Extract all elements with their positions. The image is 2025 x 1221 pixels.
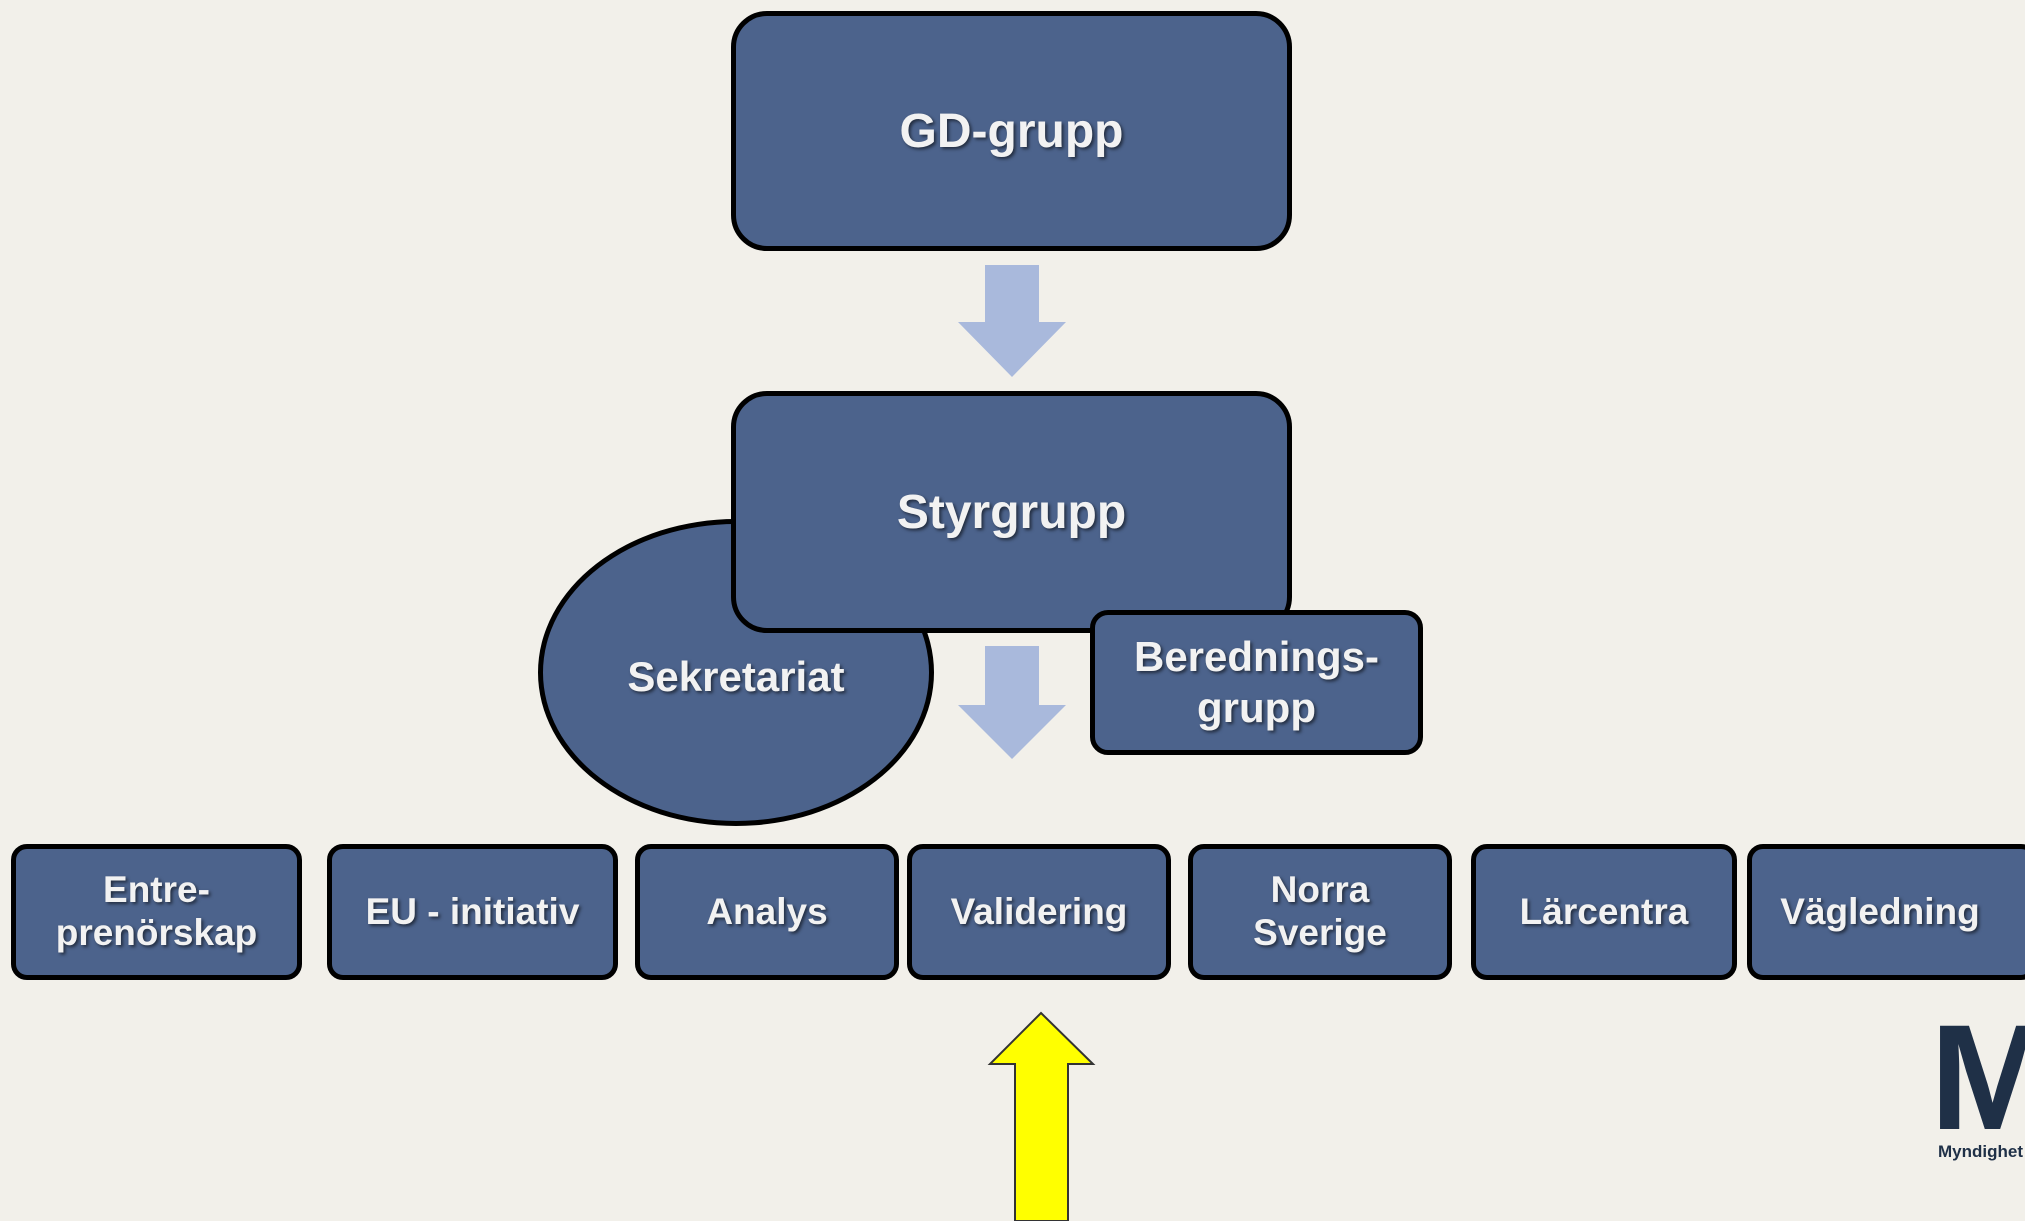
group-box-validering: Validering (907, 844, 1171, 980)
group-label: Entre- prenörskap (55, 869, 258, 953)
sekretariat-label: Sekretariat (627, 652, 845, 700)
gd-grupp-box: GD-grupp (731, 11, 1292, 251)
group-label: Lärcentra (1519, 890, 1689, 932)
group-label: Vägledning (1780, 890, 1980, 932)
group-box-analys: Analys (635, 844, 899, 980)
group-box-eu-initiativ: EU - initiativ (327, 844, 618, 980)
beredningsgrupp-box: Berednings- grupp (1090, 610, 1423, 755)
group-label: Validering (950, 890, 1128, 932)
group-box-vagledning: Vägledning (1747, 844, 2025, 980)
gd-grupp-label: GD-grupp (899, 104, 1124, 158)
group-box-norra-sverige: Norra Sverige (1188, 844, 1452, 980)
logo-mark: M (1930, 993, 2025, 1161)
group-box-larcentra: Lärcentra (1471, 844, 1737, 980)
group-label: EU - initiativ (365, 890, 580, 932)
styrgrupp-box: Styrgrupp (731, 391, 1292, 633)
logo-text: Myndighet (1938, 1142, 2023, 1161)
group-label: Analys (706, 890, 828, 932)
beredningsgrupp-label: Berednings- grupp (1133, 633, 1380, 731)
group-box-entreprenorskap: Entre- prenörskap (11, 844, 302, 980)
down-arrow-1 (958, 265, 1066, 377)
group-label: Norra Sverige (1253, 869, 1387, 953)
highlight-up-arrow (987, 1011, 1096, 1221)
styrgrupp-label: Styrgrupp (896, 485, 1127, 539)
down-arrow-2 (958, 646, 1066, 759)
